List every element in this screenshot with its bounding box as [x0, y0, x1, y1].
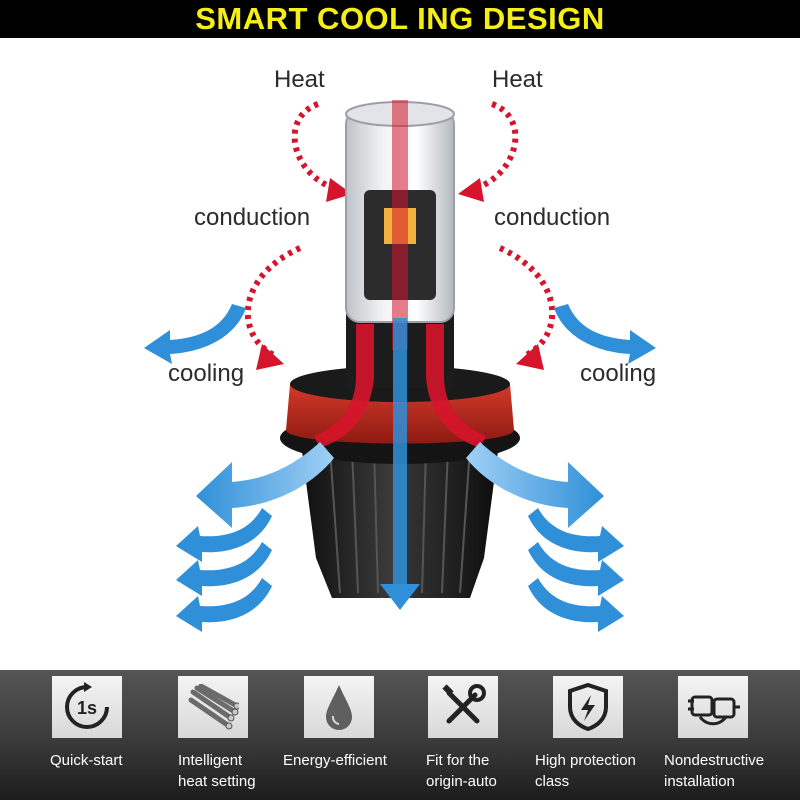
heat-flow-path [314, 100, 486, 448]
heat-arrow-top-left [291, 101, 352, 202]
cooling-flow-center [380, 318, 420, 610]
cooling-label-right: cooling [580, 360, 657, 387]
feature-label-high-protection: High protection class [535, 752, 636, 790]
fin-lines [329, 447, 471, 594]
conduction-label-right: conduction [494, 204, 611, 231]
exhaust-arrows-left [176, 508, 272, 632]
cooling-arrow-large-right [466, 442, 604, 528]
conduction-arrow-right [498, 245, 556, 370]
feature-label-energy-efficient: Energy-efficient [283, 752, 387, 769]
heat-arrow-top-right [458, 101, 519, 202]
conduction-arrow-left [244, 245, 302, 370]
cooling-arrow-large-left [196, 442, 334, 528]
banner-title: SMART COOL ING DESIGN [195, 1, 605, 36]
feature-origin-auto [428, 676, 498, 738]
feature-nondestructive-installation [678, 676, 748, 738]
timer-text: 1s [77, 698, 97, 718]
heat-label-left: Heat [274, 66, 325, 93]
cooling-arrow-right [554, 304, 656, 364]
heat-label-right: Heat [492, 66, 543, 93]
exhaust-arrows-right [528, 508, 624, 632]
feature-label-origin-auto: Fit for the origin-auto [426, 752, 497, 790]
heat-pipes-icon [188, 684, 239, 730]
feature-heat-setting [178, 676, 248, 738]
lightning-shield-icon [568, 683, 608, 731]
conduction-label-left: conduction [194, 204, 311, 231]
cooling-arrow-left [144, 304, 246, 364]
feature-label-heat-setting: Intelligent heat setting [178, 752, 256, 790]
plug-connector-icon [688, 695, 740, 726]
feature-energy-efficient [304, 676, 374, 738]
feature-label-nondestructive-installation: Nondestructive installation [664, 752, 765, 790]
one-second-timer-icon: 1s [65, 682, 109, 729]
feature-high-protection [553, 676, 623, 738]
water-drop-icon [326, 685, 352, 730]
feature-quick-start: 1s [52, 676, 122, 738]
cooling-diagram: Heat Heat conduction conduction cooling … [0, 38, 800, 670]
feature-bar: 1s Quick-start Intelligent heat setting [0, 670, 800, 800]
cooling-diagram-illustration [144, 100, 656, 632]
feature-label-quick-start: Quick-start [50, 752, 123, 769]
title-banner: SMART COOL ING DESIGN [0, 0, 800, 38]
cooling-label-left: cooling [168, 360, 245, 387]
wrench-screwdriver-icon [442, 684, 486, 724]
